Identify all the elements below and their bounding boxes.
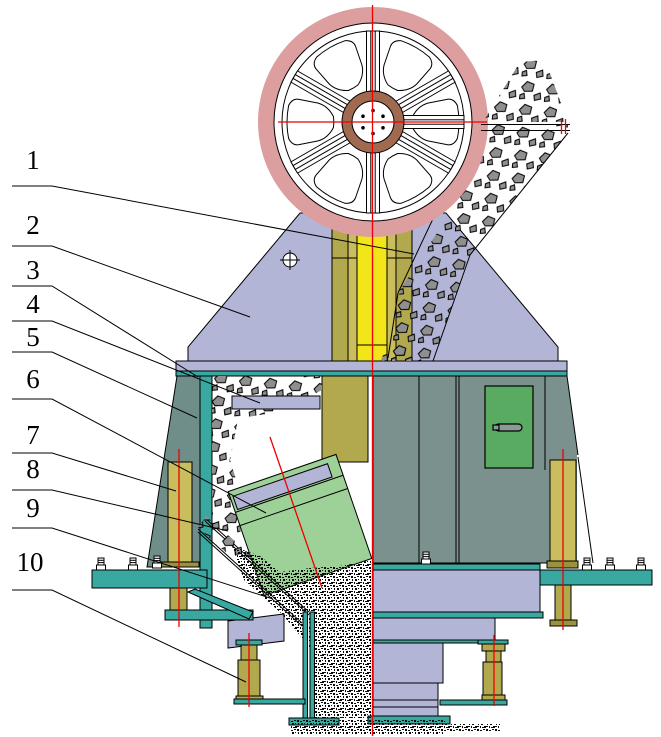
anchor-bolt <box>128 557 138 571</box>
foot-beam-left <box>164 609 254 621</box>
crushed-material-ground <box>290 719 445 734</box>
level-mark-icon <box>280 250 300 270</box>
callout-labels: 1 2 3 4 5 6 7 8 9 10 <box>17 145 44 577</box>
damper-spring-left <box>160 461 200 568</box>
feed-plate <box>231 395 321 410</box>
callout-label-6: 6 <box>26 364 40 394</box>
anchor-bolt <box>636 557 646 571</box>
bearing-block <box>321 375 369 463</box>
centerlines <box>178 5 567 736</box>
body-base-strip <box>372 563 541 571</box>
callout-label-8: 8 <box>26 454 40 484</box>
feed-chute-wall-right <box>469 132 569 256</box>
body-slope-edge <box>577 456 594 564</box>
crushed-material-pour <box>232 546 372 718</box>
callout-leader-1 <box>12 185 415 255</box>
feed-rock-pile <box>483 60 568 122</box>
callout-leaders <box>12 185 415 683</box>
callout-label-7: 7 <box>26 420 40 450</box>
ground-plate-right <box>439 699 508 706</box>
platform-left <box>91 555 254 621</box>
housing-tier-2 <box>372 617 496 641</box>
crushed-material-ground-right <box>445 724 500 732</box>
callout-leader-2 <box>12 245 251 318</box>
callout-label-3: 3 <box>26 255 40 285</box>
feed-chute-wall-right-lower <box>432 254 471 362</box>
callout-label-9: 9 <box>26 493 40 523</box>
rocks-on-deck <box>381 350 413 361</box>
callout-leader-6 <box>12 398 267 514</box>
callout-leader-3 <box>12 285 199 378</box>
right-body <box>372 375 596 571</box>
callout-leader-7 <box>12 452 177 492</box>
housing-tier-3 <box>372 642 444 684</box>
door-handle-tab <box>492 424 500 431</box>
feed-chute-rock-stream <box>387 125 568 361</box>
distributor-plate <box>232 463 333 511</box>
anchor-bolt <box>96 557 106 571</box>
flywheel-openings <box>286 35 460 209</box>
deck <box>175 360 568 377</box>
callout-leader-10 <box>12 589 247 683</box>
frame-brace <box>186 588 254 620</box>
liner-column <box>199 375 213 629</box>
housing-band-1 <box>372 611 544 619</box>
callout-leader-4 <box>12 320 261 404</box>
feed-chute-wall-left-lower <box>387 292 399 359</box>
anchor-bolt <box>582 557 592 571</box>
callout-label-5: 5 <box>26 322 40 352</box>
lower-bearing-housing <box>367 569 544 725</box>
housing-tier-1 <box>372 569 541 613</box>
callout-label-2: 2 <box>26 210 40 240</box>
callout-leader-9 <box>12 527 274 600</box>
rotor-axis-line <box>269 436 323 589</box>
ground-plate-left <box>233 698 306 705</box>
anchor-bolt <box>605 557 615 571</box>
callout-label-4: 4 <box>26 289 40 319</box>
anchor-bolt <box>421 551 431 565</box>
callout-label-10: 10 <box>17 547 44 577</box>
callout-label-1: 1 <box>26 145 40 175</box>
callout-leader-5 <box>12 351 198 419</box>
feed-chute-top-rail <box>481 124 570 131</box>
callout-leader-8 <box>12 489 229 532</box>
